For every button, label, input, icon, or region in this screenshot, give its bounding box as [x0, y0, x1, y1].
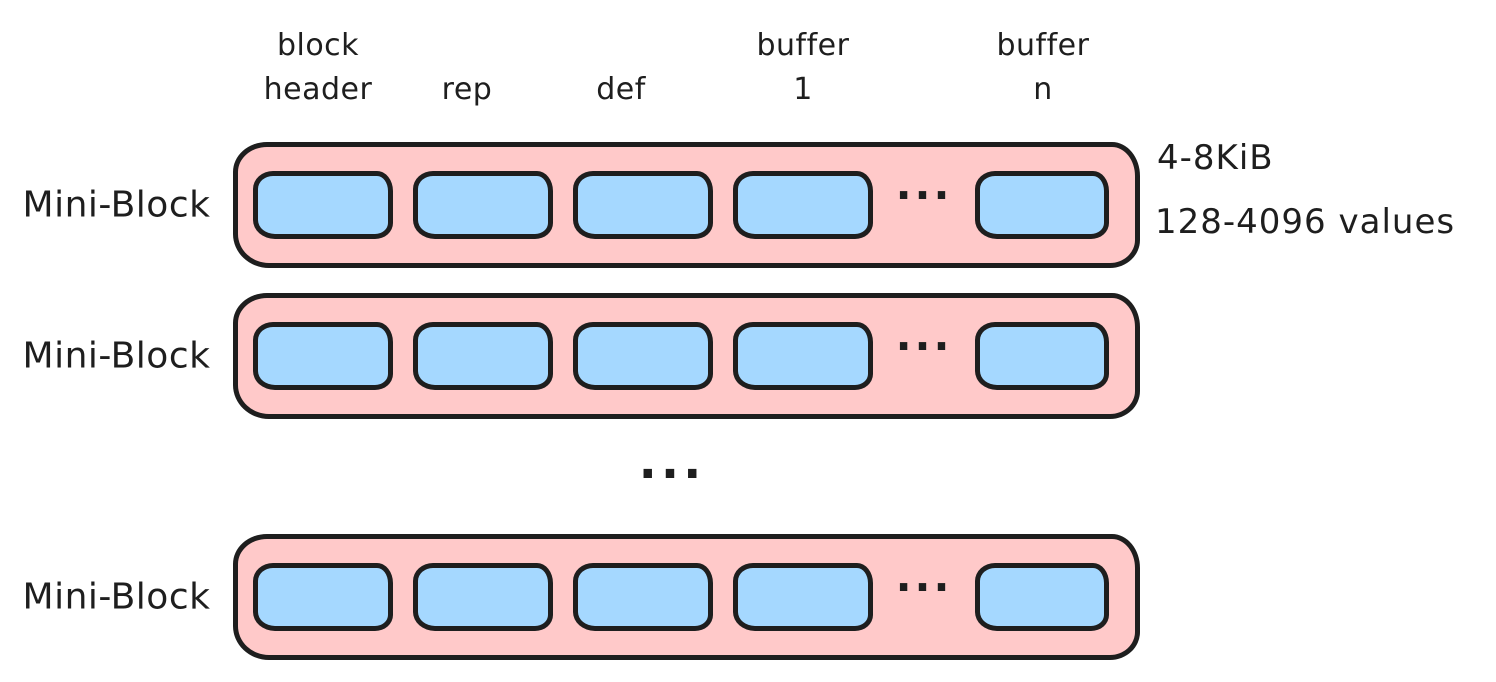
def-cell — [573, 563, 713, 631]
column-header-line: header — [263, 72, 373, 107]
column-header-line: def — [596, 72, 646, 107]
def-cell — [573, 171, 713, 239]
buffer-ellipsis: ... — [895, 159, 953, 209]
mini-block-row-1: Mini-Block ... — [0, 142, 1496, 268]
rep-cell — [413, 171, 553, 239]
column-header-rep: rep — [367, 12, 567, 112]
size-range-annotation: 4-8KiB — [1157, 138, 1274, 178]
rep-cell — [413, 563, 553, 631]
buffer-n-cell — [975, 563, 1109, 631]
block-header-cell — [253, 322, 393, 390]
column-header-line: block — [276, 28, 360, 63]
buffer-n-cell — [975, 171, 1109, 239]
mini-block-row-2: Mini-Block ... — [0, 293, 1496, 419]
block-header-cell — [253, 171, 393, 239]
buffer-1-cell — [733, 563, 873, 631]
def-cell — [573, 322, 713, 390]
column-header-line: 1 — [793, 72, 813, 107]
mini-block-container: ... — [233, 293, 1140, 419]
mini-block-container: ... — [233, 142, 1140, 268]
mini-block-label: Mini-Block — [22, 335, 211, 377]
column-header-line: buffer — [996, 28, 1090, 63]
buffer-1-cell — [733, 322, 873, 390]
buffer-1-cell — [733, 171, 873, 239]
column-header-buffer-1: buffer 1 — [703, 12, 903, 112]
column-header-line: n — [1033, 72, 1053, 107]
mini-block-label: Mini-Block — [22, 184, 211, 226]
value-range-annotation: 128-4096 values — [1155, 202, 1456, 242]
column-headers: block header rep def buffer 1 buffer n — [0, 12, 1496, 114]
column-header-buffer-n: buffer n — [943, 12, 1143, 112]
column-header-def: def — [521, 12, 721, 112]
column-header-line: rep — [441, 72, 493, 107]
column-header-block-header: block header — [218, 12, 418, 112]
block-header-cell — [253, 563, 393, 631]
buffer-ellipsis: ... — [895, 551, 953, 601]
mini-block-container: ... — [233, 534, 1140, 660]
rep-cell — [413, 322, 553, 390]
rows-ellipsis: ... — [638, 434, 706, 490]
buffer-ellipsis: ... — [895, 310, 953, 360]
column-header-line: buffer — [756, 28, 850, 63]
mini-block-label: Mini-Block — [22, 576, 211, 618]
buffer-n-cell — [975, 322, 1109, 390]
mini-block-row-3: Mini-Block ... — [0, 534, 1496, 660]
